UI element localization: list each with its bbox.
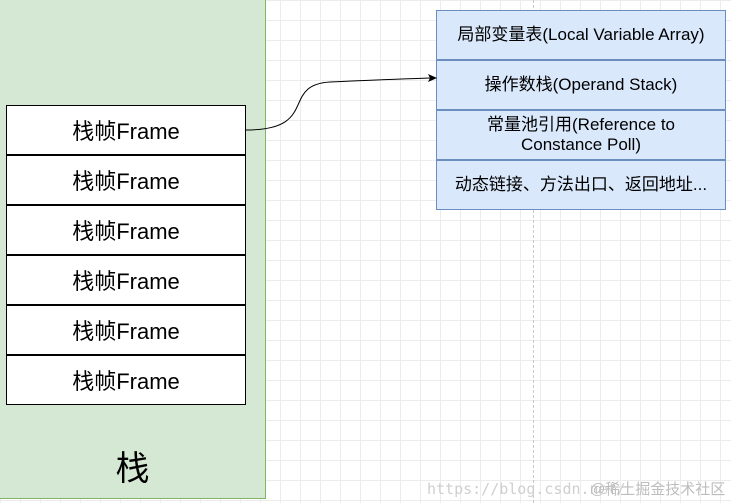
arrowhead-icon: [428, 74, 437, 82]
stack-frame-3[interactable]: 栈帧Frame: [6, 205, 246, 255]
constant-pool-reference-label-line1: 常量池引用(Reference to: [487, 115, 675, 134]
stack-title: 栈: [115, 449, 150, 488]
stack-frame-label: 栈帧Frame: [72, 169, 180, 194]
dynamic-linking-block[interactable]: 动态链接、方法出口、返回地址...: [436, 160, 726, 210]
stack-frame-label: 栈帧Frame: [72, 369, 180, 394]
connector-curve: [245, 77, 431, 131]
dynamic-linking-label: 动态链接、方法出口、返回地址...: [454, 175, 708, 194]
constant-pool-reference-label-line2: Constance Poll): [520, 135, 641, 154]
stack-frame-label: 栈帧Frame: [72, 219, 180, 244]
stack-frame-label: 栈帧Frame: [72, 319, 180, 344]
stack-frame-4[interactable]: 栈帧Frame: [6, 255, 246, 305]
operand-stack-label: 操作数栈(Operand Stack): [484, 75, 678, 94]
stack-frame-1[interactable]: 栈帧Frame: [6, 105, 246, 155]
local-variable-array-label: 局部变量表(Local Variable Array): [457, 25, 705, 44]
constant-pool-reference-block[interactable]: 常量池引用(Reference to Constance Poll): [436, 110, 726, 160]
stack-frame-2[interactable]: 栈帧Frame: [6, 155, 246, 205]
watermark-logo: @稀土掘金技术社区: [590, 481, 726, 498]
stack-frame-label: 栈帧Frame: [72, 119, 180, 144]
stack-frame-label: 栈帧Frame: [72, 269, 180, 294]
local-variable-array-block[interactable]: 局部变量表(Local Variable Array): [436, 10, 726, 60]
stack-frame-5[interactable]: 栈帧Frame: [6, 305, 246, 355]
watermark-url: https://blog.csdn.net/: [427, 480, 626, 498]
stack-frame-6[interactable]: 栈帧Frame: [6, 355, 246, 405]
operand-stack-block[interactable]: 操作数栈(Operand Stack): [436, 60, 726, 110]
grid-divider-line: [533, 0, 534, 503]
